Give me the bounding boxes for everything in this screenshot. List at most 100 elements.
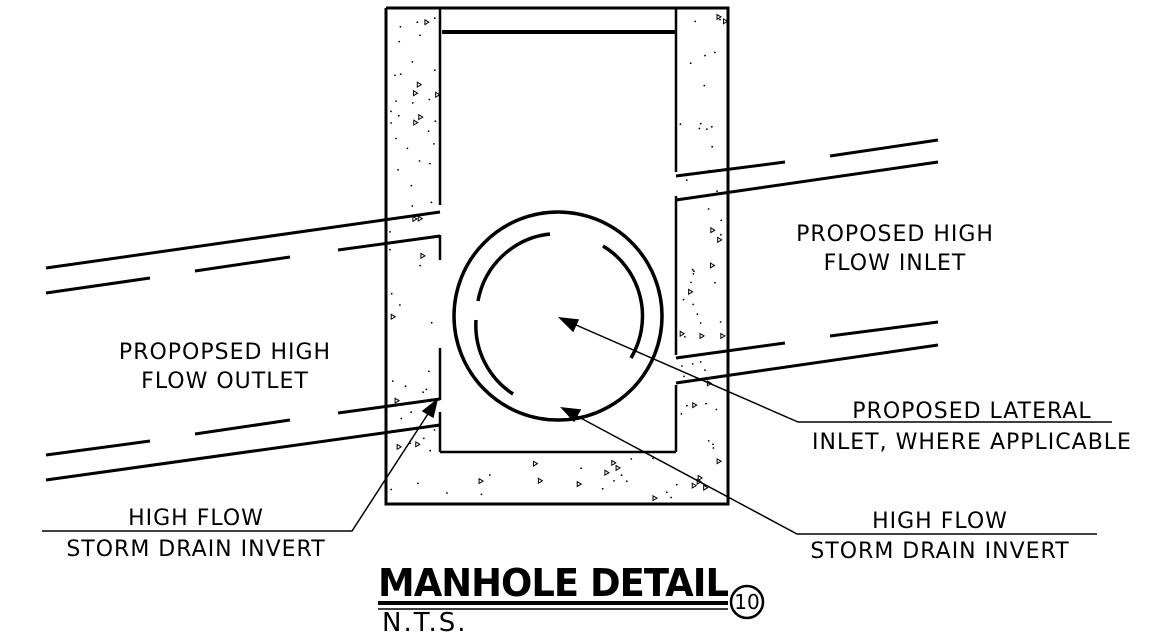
inlet-pipe-top-edge: [675, 160, 939, 202]
invert-left-label-line1: HIGH FLOW: [128, 506, 264, 531]
stipple-dot: [684, 336, 686, 338]
stipple-dot: [683, 375, 685, 378]
manhole-structure: [384, 6, 730, 506]
stipple-dot: [692, 303, 695, 306]
stipple-dot: [613, 480, 615, 482]
stipple-dot: [406, 147, 409, 150]
stipple-dot: [395, 137, 397, 140]
stipple-dot: [398, 40, 401, 43]
outlet-pipe-top-dash-1: [45, 276, 151, 295]
stipple-dot: [712, 447, 715, 449]
stipple-dot: [399, 73, 402, 75]
aggregate-mark: [611, 459, 617, 467]
invert-right-label-line1: HIGH FLOW: [872, 509, 1008, 534]
stipple-dot: [707, 208, 710, 210]
stipple-dot: [480, 493, 483, 496]
leader-invert-left-arrowhead: [421, 398, 439, 419]
stipple-dot: [580, 467, 582, 470]
stipple-dot: [706, 128, 708, 131]
stipple-dot: [705, 402, 707, 405]
lateral-label-line1: PROPOSED LATERAL: [852, 399, 1091, 424]
aggregate-mark: [412, 215, 418, 223]
stipple-dot: [689, 62, 692, 65]
stipple-dot: [714, 281, 716, 284]
stipple-dot: [428, 370, 430, 373]
stipple-dot: [720, 219, 723, 222]
stipple-dot: [715, 408, 718, 411]
stipple-dot: [430, 201, 433, 204]
aggregate-mark: [699, 332, 705, 340]
stipple-dot: [400, 417, 403, 420]
aggregate-mark: [709, 262, 716, 269]
leader-lateral-arrowhead: [557, 317, 580, 333]
stipple-dot: [703, 84, 706, 87]
aggregate-mark: [418, 113, 424, 121]
aggregate-mark: [415, 441, 421, 448]
stipple-dot: [433, 143, 435, 145]
aggregate-mark: [478, 477, 485, 485]
outlet-pipe-top-dash-2: [194, 255, 291, 273]
stipple-dot: [433, 17, 436, 20]
stipple-dot: [419, 264, 422, 267]
stipple-dot: [698, 127, 701, 130]
inlet-label-line1: PROPOSED HIGH: [796, 222, 994, 247]
stipple-dot: [679, 123, 682, 126]
aggregate-mark: [420, 252, 426, 260]
detail-number-circle: [729, 584, 765, 620]
stipple-dot: [410, 411, 412, 414]
stipple-dot: [430, 321, 433, 324]
stipple-dot: [716, 190, 718, 193]
inlet-label-line2: FLOW INLET: [824, 251, 967, 276]
stipple-dot: [390, 110, 392, 113]
stipple-dot: [422, 437, 425, 440]
aggregate-mark: [652, 494, 658, 502]
stipple-dot: [682, 298, 685, 301]
aggregate-mark: [723, 18, 729, 25]
aggregate-mark: [615, 464, 622, 472]
outlet-pipe-bottom-dash-3: [337, 397, 441, 415]
stipple-dot: [712, 443, 714, 446]
inlet-pipe-top-dash-1: [675, 160, 786, 178]
aggregate-mark: [697, 474, 704, 482]
concrete-stipple: [389, 13, 729, 502]
stipple-dot: [699, 322, 702, 324]
stipple-dot: [416, 21, 419, 24]
stipple-dot: [707, 440, 710, 442]
stipple-dot: [394, 74, 396, 77]
stipple-dot: [429, 162, 431, 165]
stipple-dot: [692, 273, 695, 275]
aggregate-mark: [691, 482, 698, 489]
stipple-dot: [429, 449, 432, 452]
outlet-label-line2: FLOW OUTLET: [141, 369, 309, 394]
stipple-dot: [390, 122, 392, 124]
stipple-dot: [410, 184, 413, 187]
stipple-dot: [719, 321, 722, 323]
stipple-dot: [433, 69, 436, 72]
lateral-inlet-circle: [452, 210, 664, 422]
stipple-dot: [690, 281, 692, 284]
stipple-dot: [488, 474, 491, 476]
aggregate-mark: [710, 226, 716, 234]
stipple-dot: [681, 365, 683, 367]
leader-invert-left: [42, 399, 438, 532]
stipple-dot: [620, 474, 623, 477]
stipple-dot: [417, 482, 419, 485]
aggregate-mark: [716, 13, 722, 21]
stipple-dot: [601, 487, 604, 490]
stipple-dot: [710, 125, 713, 128]
outlet-pipe: [45, 210, 441, 482]
aggregate-mark: [716, 457, 723, 465]
outlet-pipe-bottom-edge: [45, 423, 441, 482]
stipple-dot: [719, 233, 722, 236]
stipple-dot: [691, 268, 694, 271]
stipple-dot: [390, 488, 393, 491]
stipple-dot: [422, 391, 424, 394]
aggregate-mark: [413, 89, 419, 97]
inlet-pipe: [675, 138, 939, 385]
stipple-dot: [397, 114, 400, 117]
inlet-pipe-bottom-dash-1: [675, 341, 786, 360]
stipple-dot: [411, 205, 414, 207]
aggregate-mark: [435, 91, 441, 98]
stipple-dot: [693, 270, 695, 273]
lateral-arc-upper-left: [476, 232, 551, 302]
